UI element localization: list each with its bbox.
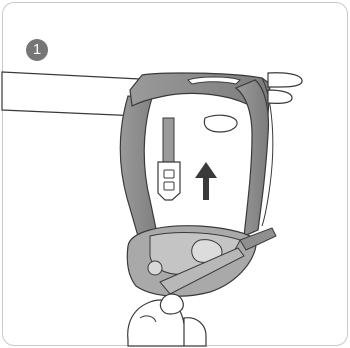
head-strap xyxy=(120,73,272,250)
up-arrow-icon xyxy=(195,162,217,200)
buckle-strap xyxy=(158,118,180,200)
headset-body xyxy=(127,226,276,297)
hand-bottom xyxy=(128,294,206,346)
step-number-badge: 1 xyxy=(26,39,48,61)
forearm xyxy=(2,72,140,116)
